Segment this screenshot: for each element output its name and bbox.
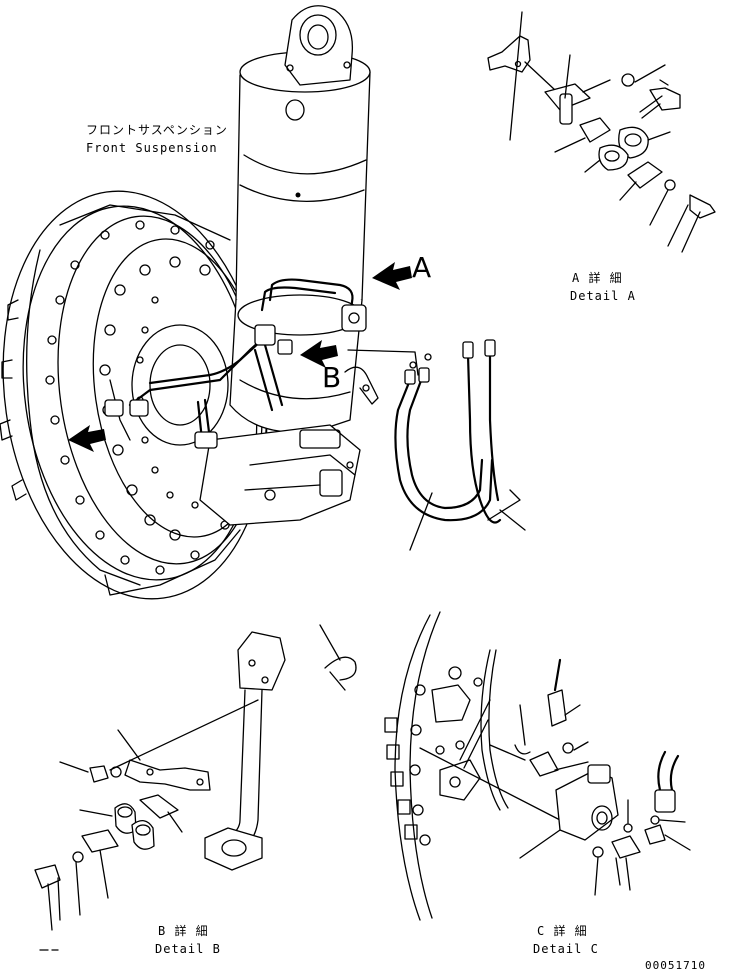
knuckle-bracket [199,424,361,526]
detail-c-title-english: Detail C [533,942,599,956]
callout-arrows [68,262,412,452]
hydraulic-tubes [104,278,367,449]
drawing-number: 00051710 [645,959,706,972]
detail-a-drawing [487,11,716,253]
hub-bolt-circle [45,220,230,575]
detail-a-title-english: Detail A [570,289,636,303]
callout-a-letter: A [412,251,432,284]
detail-c-drawing [384,611,691,921]
hose-set [394,339,526,551]
detail-b-title-japanese: B 詳 細 [158,924,209,938]
detail-b-title-english: Detail B [155,942,221,956]
main-title-english: Front Suspension [86,141,218,155]
detail-c-title-japanese: C 詳 細 [537,924,588,938]
detail-a-title-japanese: A 詳 細 [572,271,623,285]
main-title-japanese: フロントサスペンション [86,123,228,137]
detail-b-drawing [34,624,357,951]
front-suspension-assembly [0,5,419,600]
callout-b-letter: B [322,361,342,394]
callout-b-bracket [344,366,379,405]
suspension-cylinder [229,5,371,433]
